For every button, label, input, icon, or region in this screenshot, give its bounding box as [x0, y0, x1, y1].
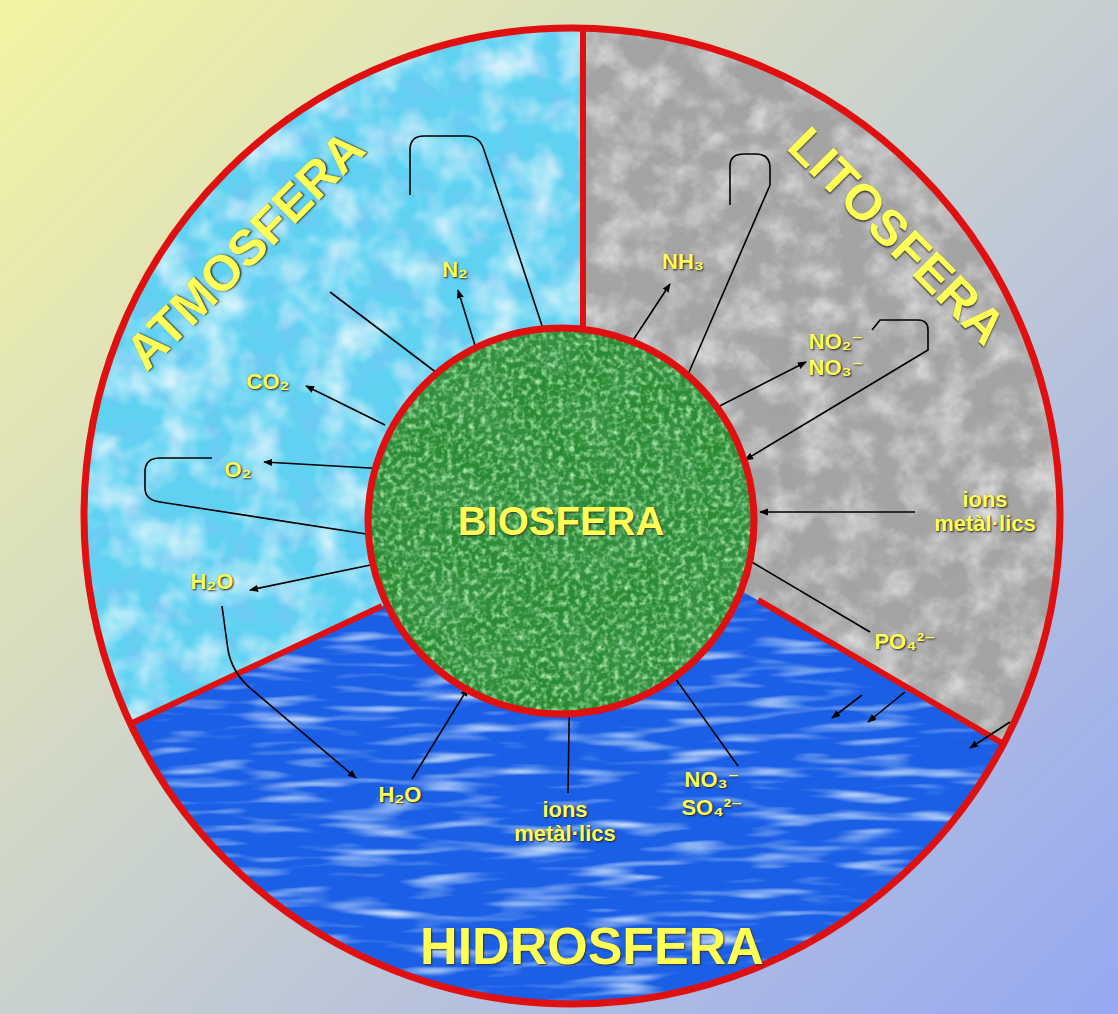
- chemical-label: N₂: [442, 258, 468, 282]
- flow-arrow: [745, 558, 870, 632]
- chemical-label: ions metàl·lics: [920, 488, 1050, 536]
- flow-arrow: [250, 562, 385, 590]
- flow-arrow: [970, 722, 1010, 748]
- flow-arrow: [706, 362, 806, 413]
- flow-arrow: [410, 136, 550, 350]
- chemical-label: SO₄²⁻: [681, 796, 742, 820]
- flow-arrow: [745, 320, 928, 460]
- chemical-label: NO₃⁻: [809, 356, 864, 380]
- chemical-label: NO₂⁻: [809, 330, 863, 354]
- chemical-label: PO₄²⁻: [874, 630, 935, 654]
- flow-arrow: [868, 692, 905, 722]
- sphere-name: BIOSFERA: [458, 499, 665, 544]
- flow-arrow: [222, 606, 356, 778]
- flow-arrow: [760, 511, 915, 513]
- chemical-label: ions metàl·lics: [500, 798, 630, 846]
- chemical-label: NO₃⁻: [685, 768, 740, 792]
- sphere-name: HIDROSFERA: [420, 916, 764, 976]
- chemical-label: CO₂: [247, 370, 290, 394]
- chemical-label: H₂O: [191, 570, 234, 594]
- chemical-label: NH₃: [662, 250, 704, 274]
- chemical-label: O₂: [225, 458, 252, 482]
- flow-arrow: [306, 386, 385, 425]
- flow-arrow: [412, 688, 468, 779]
- chemical-label: H₂O: [379, 783, 422, 807]
- hydrosphere-sector: HIDROSFERA: [420, 916, 764, 976]
- flow-arrow: [832, 695, 862, 718]
- biosphere-circle: BIOSFERA: [364, 324, 758, 718]
